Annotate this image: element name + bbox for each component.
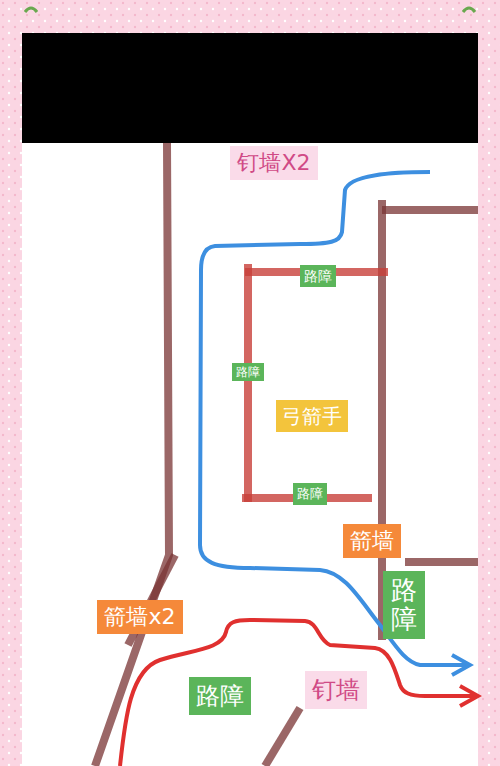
roadblock-tag: 路障 bbox=[293, 483, 327, 505]
tag-text: 钉墙 bbox=[312, 676, 360, 705]
blue-route bbox=[200, 172, 470, 665]
tag-text: 钉墙X2 bbox=[237, 150, 310, 176]
wall bbox=[405, 558, 478, 566]
tag-text: 箭墙x2 bbox=[104, 604, 175, 630]
wall bbox=[95, 143, 169, 766]
archer-tag: 弓箭手 bbox=[276, 400, 348, 432]
tag-text: 路障 bbox=[196, 682, 244, 711]
inner-wall bbox=[244, 264, 252, 502]
tag-text: 路障 bbox=[236, 365, 260, 379]
black-bar bbox=[22, 33, 478, 143]
tag-text: 路障 bbox=[391, 576, 417, 633]
arrow-wall-tag: 箭墙x2 bbox=[97, 600, 182, 634]
roadblock-tag: 路障 bbox=[232, 363, 264, 381]
spike-wall-tag: 钉墙 bbox=[305, 671, 367, 710]
tag-text: 路障 bbox=[304, 268, 332, 285]
red-route bbox=[120, 620, 478, 766]
corner-leaf bbox=[25, 8, 475, 12]
arrow-wall-tag: 箭墙 bbox=[343, 524, 401, 558]
tag-text: 路障 bbox=[297, 486, 323, 502]
wall bbox=[382, 206, 478, 214]
roadblock-tag: 路障 bbox=[300, 265, 336, 288]
wall bbox=[265, 708, 300, 766]
map-ground bbox=[22, 143, 478, 766]
tag-text: 弓箭手 bbox=[282, 404, 342, 428]
roadblock-tag: 路障 bbox=[383, 571, 425, 638]
spike-wall-tag: 钉墙X2 bbox=[230, 146, 317, 180]
tag-text: 箭墙 bbox=[350, 528, 394, 554]
roadblock-tag: 路障 bbox=[189, 677, 251, 716]
